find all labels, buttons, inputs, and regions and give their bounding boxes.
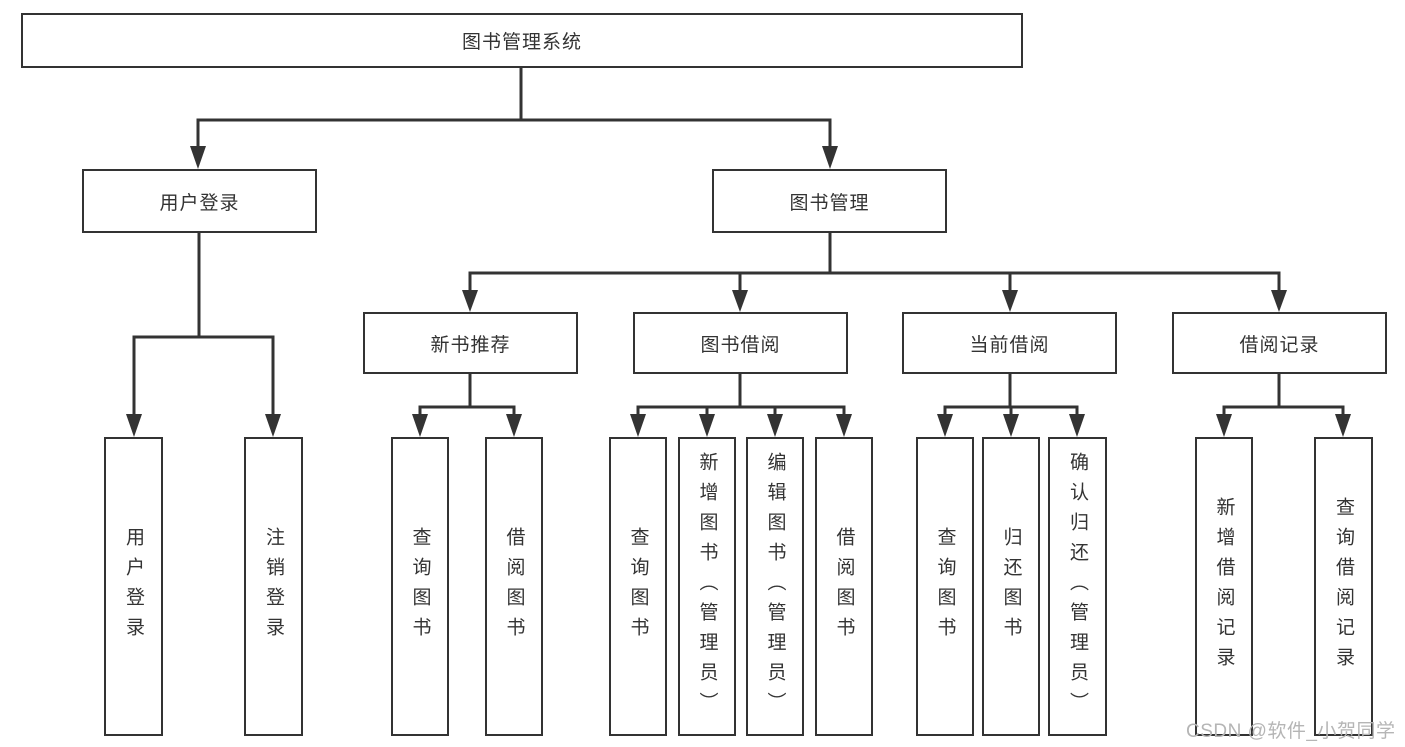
- leaf-query-books-2: 查询图书: [609, 437, 667, 736]
- leaf-add-book-admin: 新增图书（管理员）: [678, 437, 736, 736]
- leaf-add-book-admin-label: 新增图书（管理员）: [696, 451, 718, 722]
- arrowheads: [126, 146, 1351, 437]
- leaf-borrow-books-2: 借阅图书: [815, 437, 873, 736]
- leaf-query-books-3: 查询图书: [916, 437, 974, 736]
- leaf-query-books-1-label: 查询图书: [409, 526, 431, 647]
- node-borrow-record: 借阅记录: [1172, 312, 1387, 374]
- leaf-confirm-return-admin-label: 确认归还（管理员）: [1067, 451, 1088, 722]
- leaf-query-books-3-label: 查询图书: [934, 526, 956, 647]
- csdn-watermark: CSDN @软件_小贺同学: [1186, 721, 1396, 742]
- leaf-query-borrow-record-label: 查询借阅记录: [1333, 496, 1354, 677]
- leaf-logout-label: 注销登录: [263, 526, 284, 647]
- leaf-edit-book-admin-label: 编辑图书（管理员）: [764, 451, 786, 722]
- leaf-query-borrow-record: 查询借阅记录: [1314, 437, 1373, 736]
- leaf-edit-book-admin: 编辑图书（管理员）: [746, 437, 804, 736]
- leaf-user-login: 用户登录: [104, 437, 163, 736]
- node-book-borrow: 图书借阅: [633, 312, 848, 374]
- leaf-query-books-2-label: 查询图书: [627, 526, 649, 647]
- leaf-add-borrow-record: 新增借阅记录: [1195, 437, 1253, 736]
- leaf-borrow-books-2-label: 借阅图书: [833, 526, 855, 647]
- leaf-query-books-1: 查询图书: [391, 437, 449, 736]
- leaf-logout: 注销登录: [244, 437, 303, 736]
- node-current-borrow: 当前借阅: [902, 312, 1117, 374]
- leaf-user-login-label: 用户登录: [123, 526, 144, 647]
- node-new-book-recommend: 新书推荐: [363, 312, 578, 374]
- leaf-add-borrow-record-label: 新增借阅记录: [1213, 496, 1235, 677]
- leaf-borrow-books-1: 借阅图书: [485, 437, 543, 736]
- leaf-borrow-books-1-label: 借阅图书: [503, 526, 525, 647]
- node-root: 图书管理系统: [21, 13, 1023, 68]
- leaf-return-book-label: 归还图书: [1000, 526, 1022, 647]
- node-book-management: 图书管理: [712, 169, 947, 233]
- node-user-login: 用户登录: [82, 169, 317, 233]
- leaf-confirm-return-admin: 确认归还（管理员）: [1048, 437, 1107, 736]
- leaf-return-book: 归还图书: [982, 437, 1040, 736]
